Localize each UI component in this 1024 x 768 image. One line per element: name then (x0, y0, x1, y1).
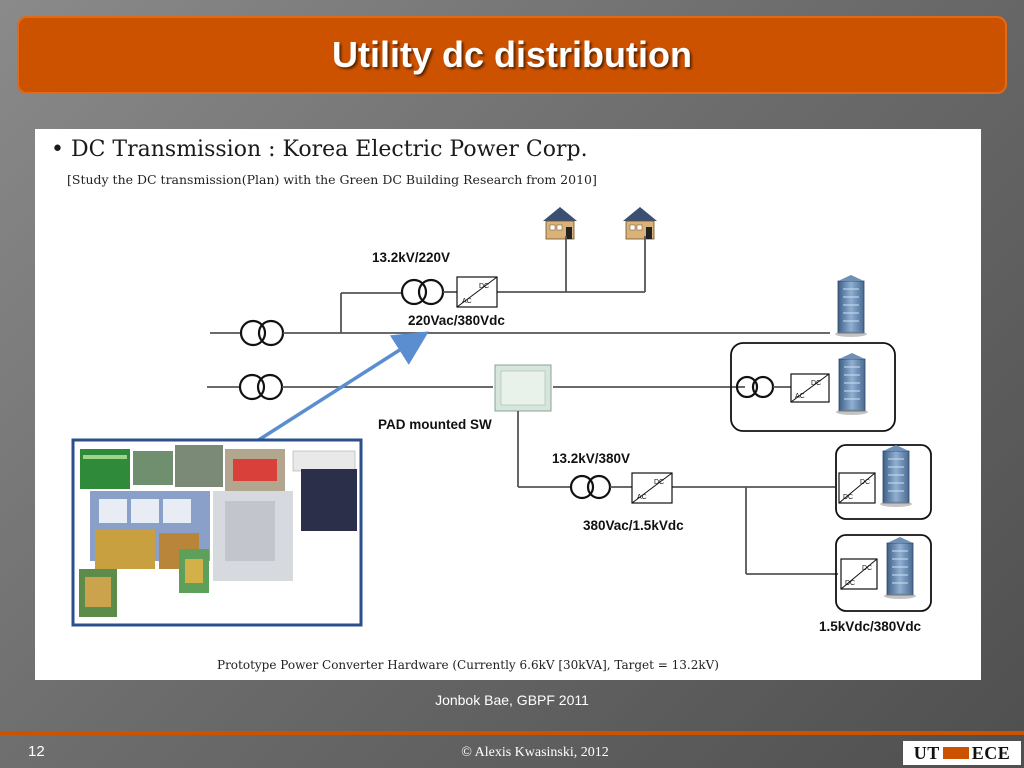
source-caption: Jonbok Bae, GBPF 2011 (435, 692, 589, 708)
building-converter-group-1: DC AC (730, 342, 896, 432)
feeder-line-dc (517, 411, 838, 575)
copyright-text: © Alexis Kwasinski, 2012 (461, 745, 609, 760)
feeder-line-upper (210, 236, 830, 347)
converter-ac-text: AC (795, 393, 805, 400)
converter-ac-text: AC (637, 494, 647, 501)
logo-text-left: UT (913, 742, 940, 763)
converter-dc-text: DC (860, 479, 870, 486)
converter-dc-text: DC (811, 380, 821, 387)
label-top-converter-out: 220Vac/380Vdc (408, 313, 505, 328)
feeder-line-lower (207, 373, 745, 401)
page-number: 12 (28, 743, 45, 760)
pad-mounted-switch (494, 364, 552, 412)
dc-transmission-figure: • DC Transmission : Korea Electric Power… (35, 129, 981, 680)
ac-dc-converter-top: DC AC (456, 276, 498, 308)
arrow-to-converter (256, 331, 429, 443)
figure-heading: • DC Transmission : Korea Electric Power… (51, 137, 588, 162)
figure-subheading: [Study the DC transmission(Plan) with th… (67, 172, 597, 187)
slide-title: Utility dc distribution (332, 34, 692, 75)
distribution-diagram: • DC Transmission : Korea Electric Power… (51, 137, 932, 672)
ac-dc-converter-mid: DC AC (631, 472, 673, 504)
converter-dc-text: DC (654, 479, 664, 486)
ut-ece-logo: UT ECE (903, 741, 1021, 765)
converter-dc-text: DC (479, 283, 489, 290)
logo-text-right: ECE (971, 742, 1011, 763)
hardware-photo-inset (71, 438, 363, 627)
title-bar: Utility dc distribution (17, 16, 1007, 94)
converter-dc-text: DC (862, 565, 872, 572)
longhorn-icon (942, 747, 969, 759)
building-converter-group-2: DC DC (835, 444, 932, 520)
label-bottom-output: 1.5kVdc/380Vdc (819, 619, 922, 634)
building-converter-group-3: DC DC (835, 534, 932, 612)
footer-divider (0, 731, 1024, 735)
converter-dc-text: DC (845, 580, 855, 587)
converter-ac-text: AC (462, 298, 472, 305)
hardware-caption: Prototype Power Converter Hardware (Curr… (217, 658, 719, 672)
house-icon-1 (542, 206, 578, 240)
label-mid-transformer: 13.2kV/380V (552, 451, 630, 466)
label-mid-converter-out: 380Vac/1.5kVdc (583, 518, 684, 533)
converter-dc-text: DC (843, 494, 853, 501)
house-icon-2 (622, 206, 658, 240)
building-icon-top (834, 274, 868, 338)
label-top-transformer: 13.2kV/220V (372, 250, 450, 265)
label-pad-switch: PAD mounted SW (378, 417, 492, 432)
